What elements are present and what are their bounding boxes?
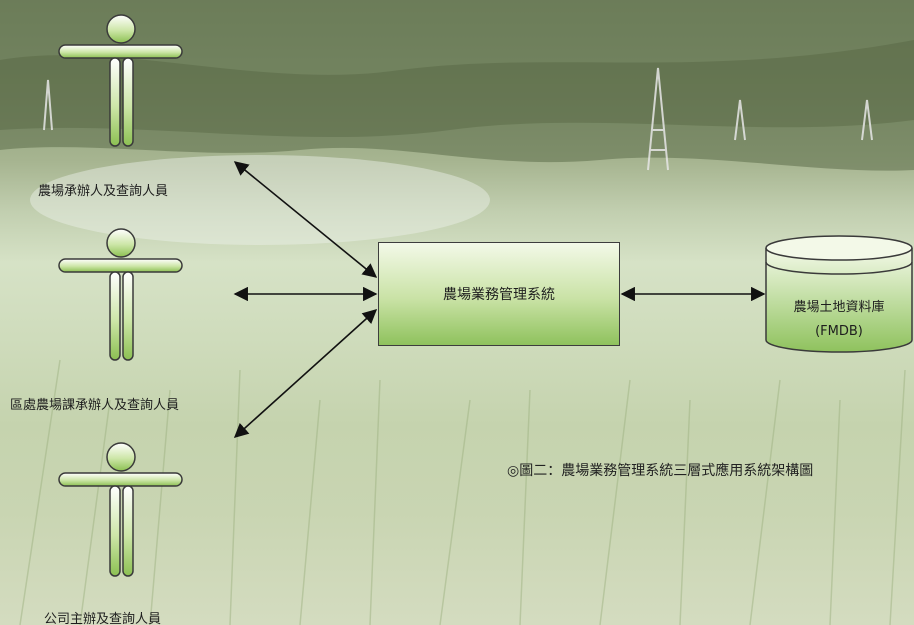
- database-cylinder: [765, 235, 913, 353]
- person-icon-1: [58, 14, 183, 147]
- database-sublabel: (FMDB): [815, 324, 863, 339]
- actor-label-1: 農場承辦人及查詢人員: [38, 184, 169, 199]
- database-label: 農場土地資料庫: [793, 300, 885, 315]
- person-icon-2: [58, 228, 183, 361]
- figure-caption: ◎圖二：農場業務管理系統三層式應用系統架構圖: [507, 463, 814, 479]
- connector-arrows: [233, 161, 766, 438]
- person-icon-3: [58, 442, 183, 577]
- system-label: 農場業務管理系統: [443, 287, 555, 303]
- actor-label-3: 公司主辦及查詢人員: [44, 612, 162, 625]
- actor-label-2: 區處農場課承辦人及查詢人員: [10, 398, 180, 413]
- system-box: 農場業務管理系統: [378, 242, 620, 346]
